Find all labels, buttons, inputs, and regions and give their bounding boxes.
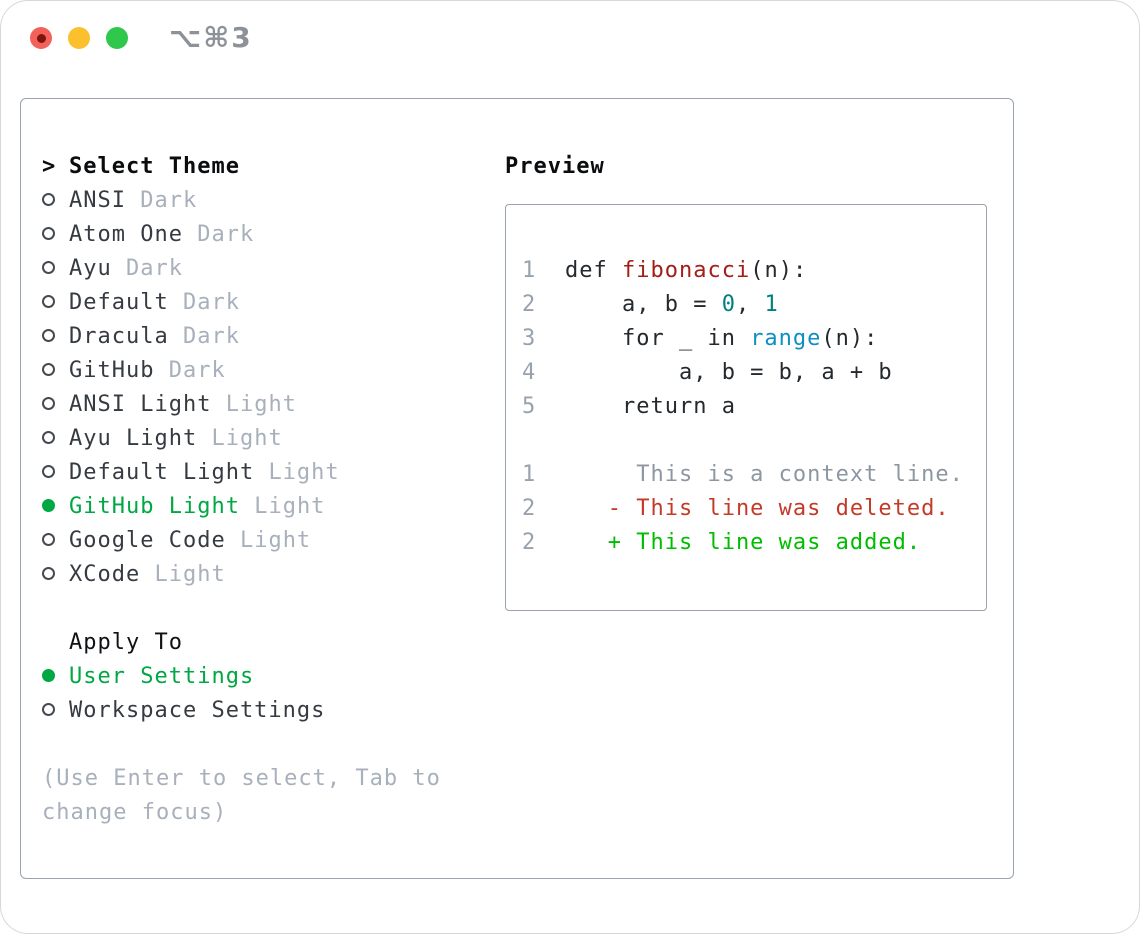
theme-variant-tag: Dark xyxy=(126,256,183,281)
theme-option-github[interactable]: GitHub Dark xyxy=(42,354,454,388)
apply-option-label: Workspace Settings xyxy=(69,698,326,723)
theme-variant-tag: Dark xyxy=(197,222,255,247)
preview-header: Preview xyxy=(505,154,605,179)
theme-option-label: XCode xyxy=(69,562,141,587)
theme-variant-tag: Light xyxy=(268,460,340,485)
radio-unselected-icon xyxy=(42,397,55,410)
radio-unselected-icon xyxy=(42,329,55,342)
theme-option-default-light[interactable]: Default Light Light xyxy=(42,456,454,490)
theme-option-label: Default xyxy=(69,290,169,315)
close-button-icon[interactable] xyxy=(30,27,52,49)
theme-option-label: Atom One xyxy=(69,222,183,247)
line-number: 4 xyxy=(522,360,537,385)
theme-option-label: Default Light xyxy=(69,460,255,485)
theme-option-github-light[interactable]: GitHub Light Light xyxy=(42,490,454,524)
theme-variant-tag: Light xyxy=(254,494,326,519)
theme-option-label: Ayu Light xyxy=(69,426,198,451)
radio-unselected-icon xyxy=(42,193,55,206)
theme-option-dracula[interactable]: Dracula Dark xyxy=(42,320,454,354)
theme-variant-tag: Dark xyxy=(182,290,240,315)
radio-selected-icon xyxy=(42,669,55,682)
theme-variant-tag: Light xyxy=(154,562,226,587)
theme-variant-tag: Dark xyxy=(168,358,226,383)
radio-unselected-icon xyxy=(42,363,55,376)
line-number: 5 xyxy=(522,394,537,419)
theme-option-label: GitHub xyxy=(69,358,155,383)
apply-to-header-label: Apply To xyxy=(69,630,183,655)
code-line xyxy=(522,424,986,458)
theme-option-label: ANSI Light xyxy=(69,392,212,417)
theme-option-ansi-light[interactable]: ANSI Light Light xyxy=(42,388,454,422)
close-dot-icon xyxy=(36,33,46,43)
apply-option-label: User Settings xyxy=(69,664,255,689)
radio-unselected-icon xyxy=(42,567,55,580)
select-theme-header-label: Select Theme xyxy=(69,154,240,179)
radio-unselected-icon xyxy=(42,295,55,308)
line-number: 1 xyxy=(522,462,537,487)
theme-option-label: ANSI xyxy=(69,188,126,213)
line-number: 2 xyxy=(522,530,537,555)
help-text: (Use Enter to select, Tab to change focu… xyxy=(42,766,441,825)
code-line: 1 This is a context line. xyxy=(522,458,986,492)
radio-unselected-icon xyxy=(42,261,55,274)
code-line: 2 + This line was added. xyxy=(522,526,986,560)
cursor-caret-icon: > xyxy=(42,154,57,179)
theme-option-label: Ayu xyxy=(69,256,112,281)
radio-unselected-icon xyxy=(42,533,55,546)
theme-variant-tag: Dark xyxy=(140,188,198,213)
titlebar: ⌥⌘3 xyxy=(30,21,253,54)
theme-variant-tag: Light xyxy=(225,392,297,417)
theme-variant-tag: Light xyxy=(239,528,312,553)
radio-unselected-icon xyxy=(42,703,55,716)
zoom-button-icon[interactable] xyxy=(106,27,128,49)
theme-option-xcode[interactable]: XCode Light xyxy=(42,558,454,592)
line-number: 3 xyxy=(522,326,537,351)
line-number: 2 xyxy=(522,496,537,521)
radio-unselected-icon xyxy=(42,431,55,444)
apply-option-user-settings[interactable]: User Settings xyxy=(42,660,454,694)
theme-option-ayu-light[interactable]: Ayu Light Light xyxy=(42,422,454,456)
line-number: 2 xyxy=(522,292,537,317)
code-line: 2 a, b = 0, 1 xyxy=(522,288,986,322)
minimize-button-icon[interactable] xyxy=(68,27,90,49)
theme-variant-tag: Dark xyxy=(182,324,240,349)
code-line: 5 return a xyxy=(522,390,986,424)
apply-option-workspace-settings[interactable]: Workspace Settings xyxy=(42,694,454,728)
code-line: 3 for _ in range(n): xyxy=(522,322,986,356)
theme-option-label: Dracula xyxy=(69,324,169,349)
window-title-shortcut: ⌥⌘3 xyxy=(169,21,253,54)
theme-variant-tag: Light xyxy=(211,426,283,451)
theme-option-default[interactable]: Default Dark xyxy=(42,286,454,320)
code-line: 2 - This line was deleted. xyxy=(522,492,986,526)
theme-option-label: GitHub Light xyxy=(69,494,240,519)
theme-option-google-code[interactable]: Google Code Light xyxy=(42,524,454,558)
theme-option-atom-one[interactable]: Atom One Dark xyxy=(42,218,454,252)
theme-option-label: Google Code xyxy=(69,528,226,553)
radio-unselected-icon xyxy=(42,227,55,240)
theme-option-ansi[interactable]: ANSI Dark xyxy=(42,184,454,218)
line-number: 1 xyxy=(522,258,537,283)
apply-to-header: Apply To xyxy=(42,626,454,660)
code-line: 4 a, b = b, a + b xyxy=(522,356,986,390)
radio-unselected-icon xyxy=(42,465,55,478)
radio-selected-icon xyxy=(42,499,55,512)
select-theme-header: > Select Theme xyxy=(42,150,454,184)
theme-option-ayu[interactable]: Ayu Dark xyxy=(42,252,454,286)
